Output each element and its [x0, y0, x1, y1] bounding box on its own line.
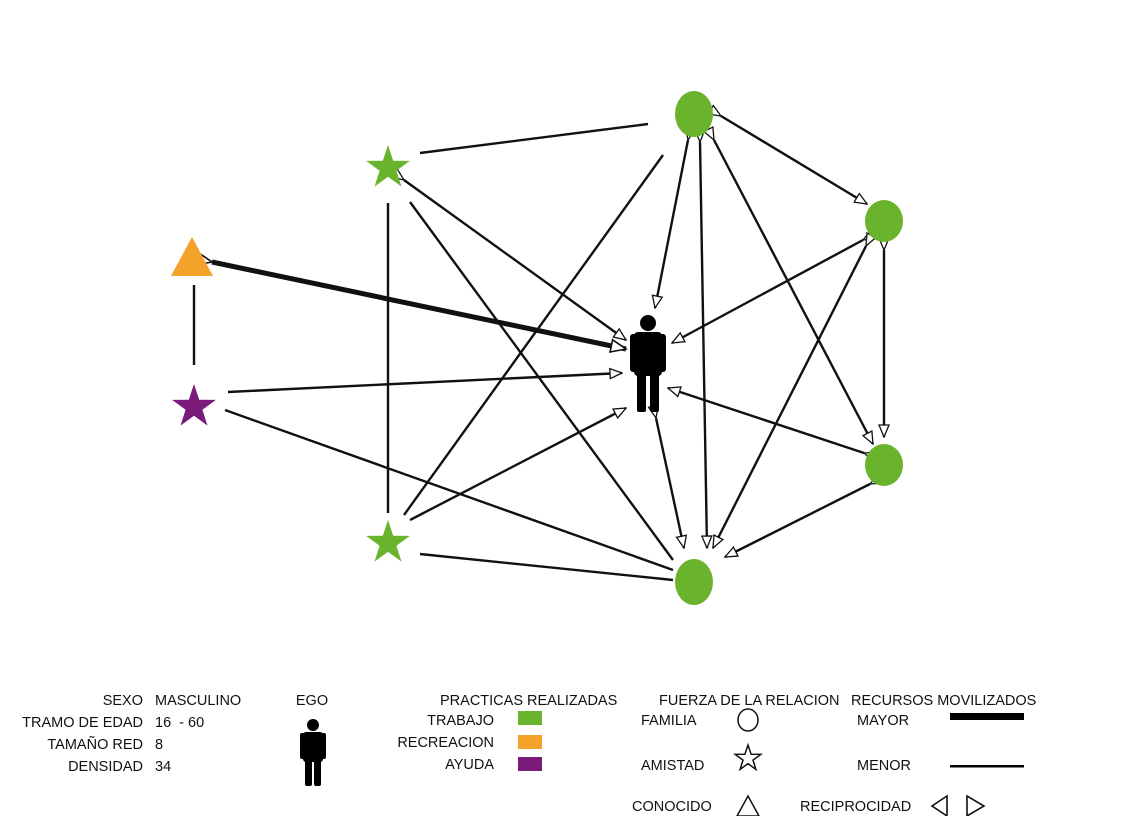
edge-bidirectional — [672, 240, 863, 345]
tramo-edad-value: 16 - 60 — [155, 715, 204, 731]
amistad-label: AMISTAD — [641, 758, 704, 774]
familia-label: FAMILIA — [641, 713, 697, 729]
conocido-label: CONOCIDO — [632, 799, 712, 815]
densidad-label: DENSIDAD — [68, 759, 143, 775]
edge-bidirectional — [725, 484, 870, 559]
practica-ayuda-label: AYUDA — [445, 757, 494, 773]
node-conocido-recreacion — [171, 237, 213, 276]
practica-recreacion-label: RECREACION — [397, 735, 494, 751]
mayor-label: MAYOR — [857, 713, 909, 729]
circle-outline-icon — [737, 708, 759, 732]
legend: SEXO MASCULINO TRAMO DE EDAD 16 - 60 TAM… — [22, 693, 1036, 816]
edges — [192, 116, 884, 582]
edge-arrow — [409, 406, 626, 522]
edge-bidirectional — [655, 140, 688, 308]
triangle-outline-icon — [736, 794, 760, 816]
major-line-icon — [950, 713, 1024, 720]
edge-bidirectional — [711, 246, 866, 548]
edge-bidirectional — [721, 116, 867, 206]
nodes — [171, 91, 903, 605]
sexo-label: SEXO — [103, 693, 143, 709]
trabajo-swatch — [518, 711, 542, 725]
node-amistad-ayuda — [172, 384, 216, 426]
arrow-left-outline-icon — [930, 794, 948, 816]
recreacion-swatch — [518, 735, 542, 749]
edge-major-resource — [212, 262, 626, 349]
recursos-title: RECURSOS MOVILIZADOS — [851, 693, 1036, 709]
ayuda-swatch — [518, 757, 542, 771]
person-icon — [300, 719, 326, 786]
edge-arrow — [227, 373, 622, 394]
tamano-red-value: 8 — [155, 737, 163, 753]
practica-trabajo-label: TRABAJO — [427, 713, 494, 729]
node-amistad-trabajo — [366, 145, 410, 187]
edge-bidirectional — [668, 388, 864, 453]
node-familia-trabajo — [675, 559, 713, 605]
menor-label: MENOR — [857, 758, 911, 774]
practicas-title: PRACTICAS REALIZADAS — [440, 693, 617, 709]
minor-line-icon — [950, 765, 1024, 768]
ego-person-icon — [630, 315, 666, 412]
edge-bidirectional — [714, 140, 875, 444]
edge-line — [419, 122, 649, 155]
edge-bidirectional — [700, 142, 707, 548]
reciprocidad-label: RECIPROCIDAD — [800, 799, 911, 815]
tramo-edad-label: TRAMO DE EDAD — [22, 715, 143, 731]
densidad-value: 34 — [155, 759, 171, 775]
edge-line — [419, 552, 674, 582]
node-familia-trabajo — [865, 200, 903, 242]
edge-bidirectional — [656, 418, 684, 548]
sexo-value: MASCULINO — [155, 693, 241, 709]
star-outline-icon — [732, 742, 764, 772]
node-familia-trabajo — [865, 444, 903, 486]
edge-line — [224, 408, 674, 572]
node-familia-trabajo — [675, 91, 713, 137]
arrow-right-outline-icon — [966, 794, 986, 816]
edge-bidirectional — [404, 180, 626, 340]
fuerza-title: FUERZA DE LA RELACION — [659, 693, 840, 709]
node-amistad-trabajo — [366, 520, 410, 562]
tamano-red-label: TAMAÑO RED — [47, 736, 143, 753]
ego-label: EGO — [296, 693, 328, 709]
